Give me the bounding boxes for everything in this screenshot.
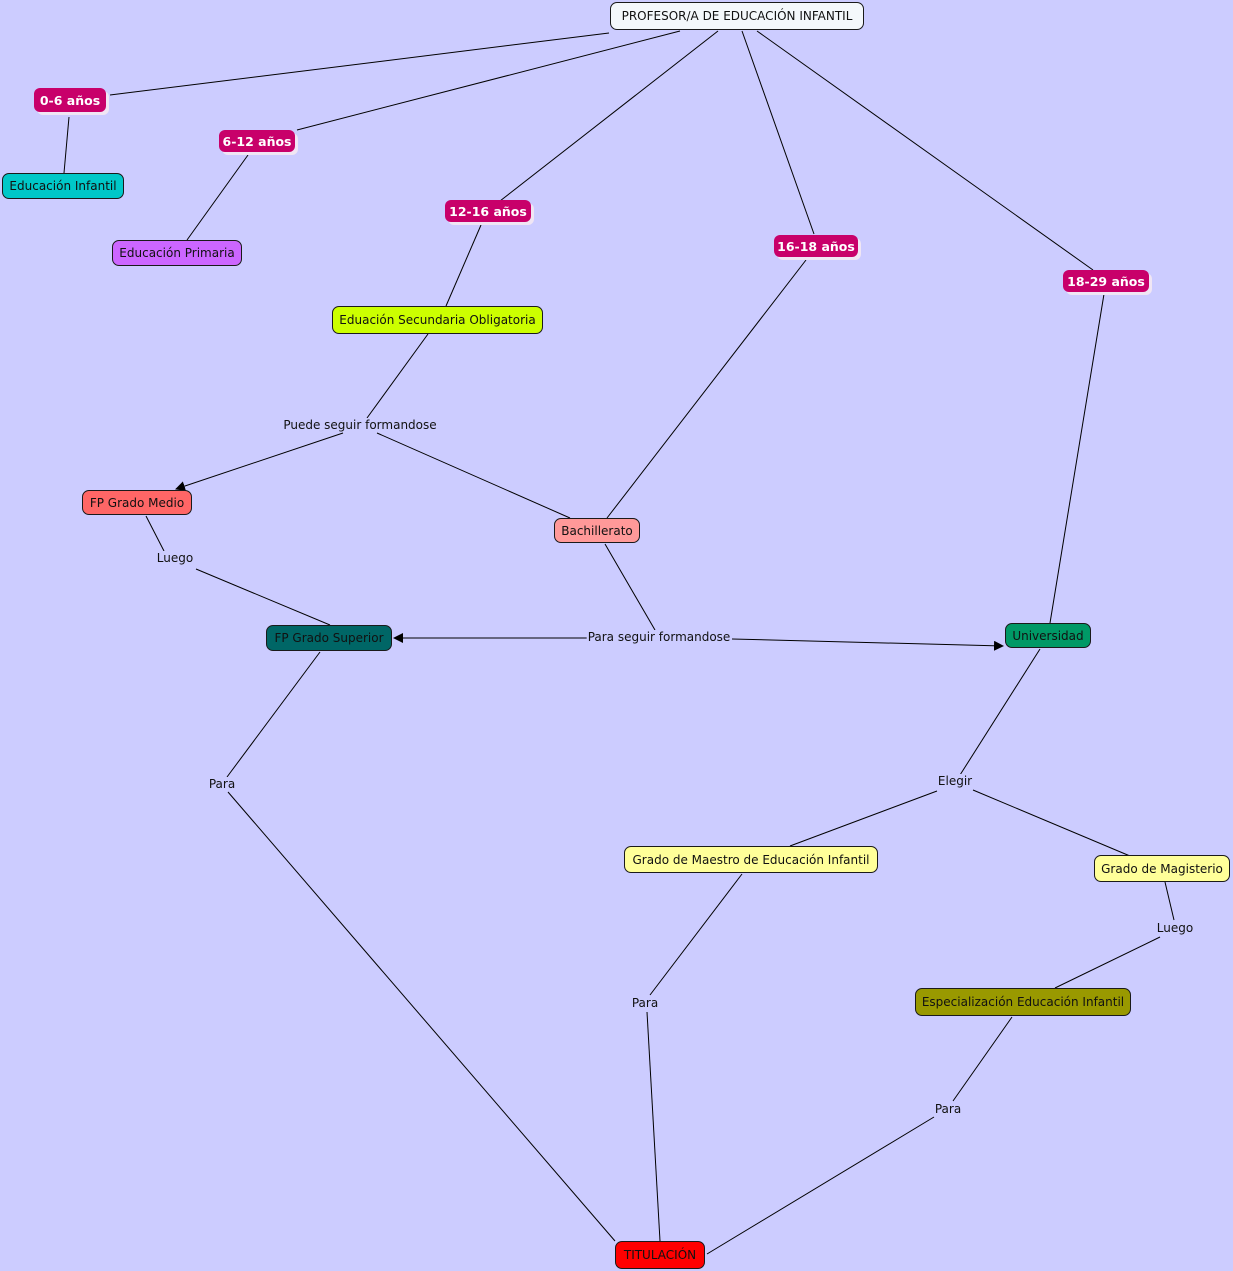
- link-luego-magisterio[interactable]: Luego: [1155, 921, 1195, 935]
- concept-titulacion[interactable]: TITULACIÓN: [615, 1241, 705, 1269]
- concept-grado-magisterio[interactable]: Grado de Magisterio: [1094, 855, 1230, 882]
- link-elegir[interactable]: Elegir: [936, 774, 974, 788]
- link-para-fp[interactable]: Para: [207, 777, 237, 791]
- root-concept[interactable]: PROFESOR/A DE EDUCACIÓN INFANTIL: [610, 2, 864, 30]
- link-para-maestro[interactable]: Para: [630, 996, 660, 1010]
- link-luego-fp[interactable]: Luego: [155, 551, 195, 565]
- concept-fp-grado-superior[interactable]: FP Grado Superior: [266, 625, 392, 651]
- age-18-29[interactable]: 18-29 años: [1063, 270, 1149, 292]
- concept-educacion-infantil[interactable]: Educación Infantil: [2, 173, 124, 199]
- age-0-6[interactable]: 0-6 años: [34, 88, 106, 112]
- age-6-12[interactable]: 6-12 años: [219, 130, 295, 152]
- concept-bachillerato[interactable]: Bachillerato: [554, 518, 640, 543]
- concept-universidad[interactable]: Universidad: [1005, 623, 1091, 648]
- concept-grado-maestro[interactable]: Grado de Maestro de Educación Infantil: [624, 846, 878, 873]
- concept-fp-grado-medio[interactable]: FP Grado Medio: [82, 490, 192, 515]
- link-para-seguir[interactable]: Para seguir formandose: [586, 630, 732, 644]
- age-12-16[interactable]: 12-16 años: [445, 200, 531, 222]
- concept-educacion-primaria[interactable]: Educación Primaria: [112, 240, 242, 266]
- age-16-18[interactable]: 16-18 años: [774, 235, 858, 257]
- concept-eso[interactable]: Eduación Secundaria Obligatoria: [332, 306, 543, 334]
- link-puede-seguir[interactable]: Puede seguir formandose: [282, 418, 438, 432]
- link-para-especializacion[interactable]: Para: [933, 1102, 963, 1116]
- concept-especializacion[interactable]: Especialización Educación Infantil: [915, 988, 1131, 1016]
